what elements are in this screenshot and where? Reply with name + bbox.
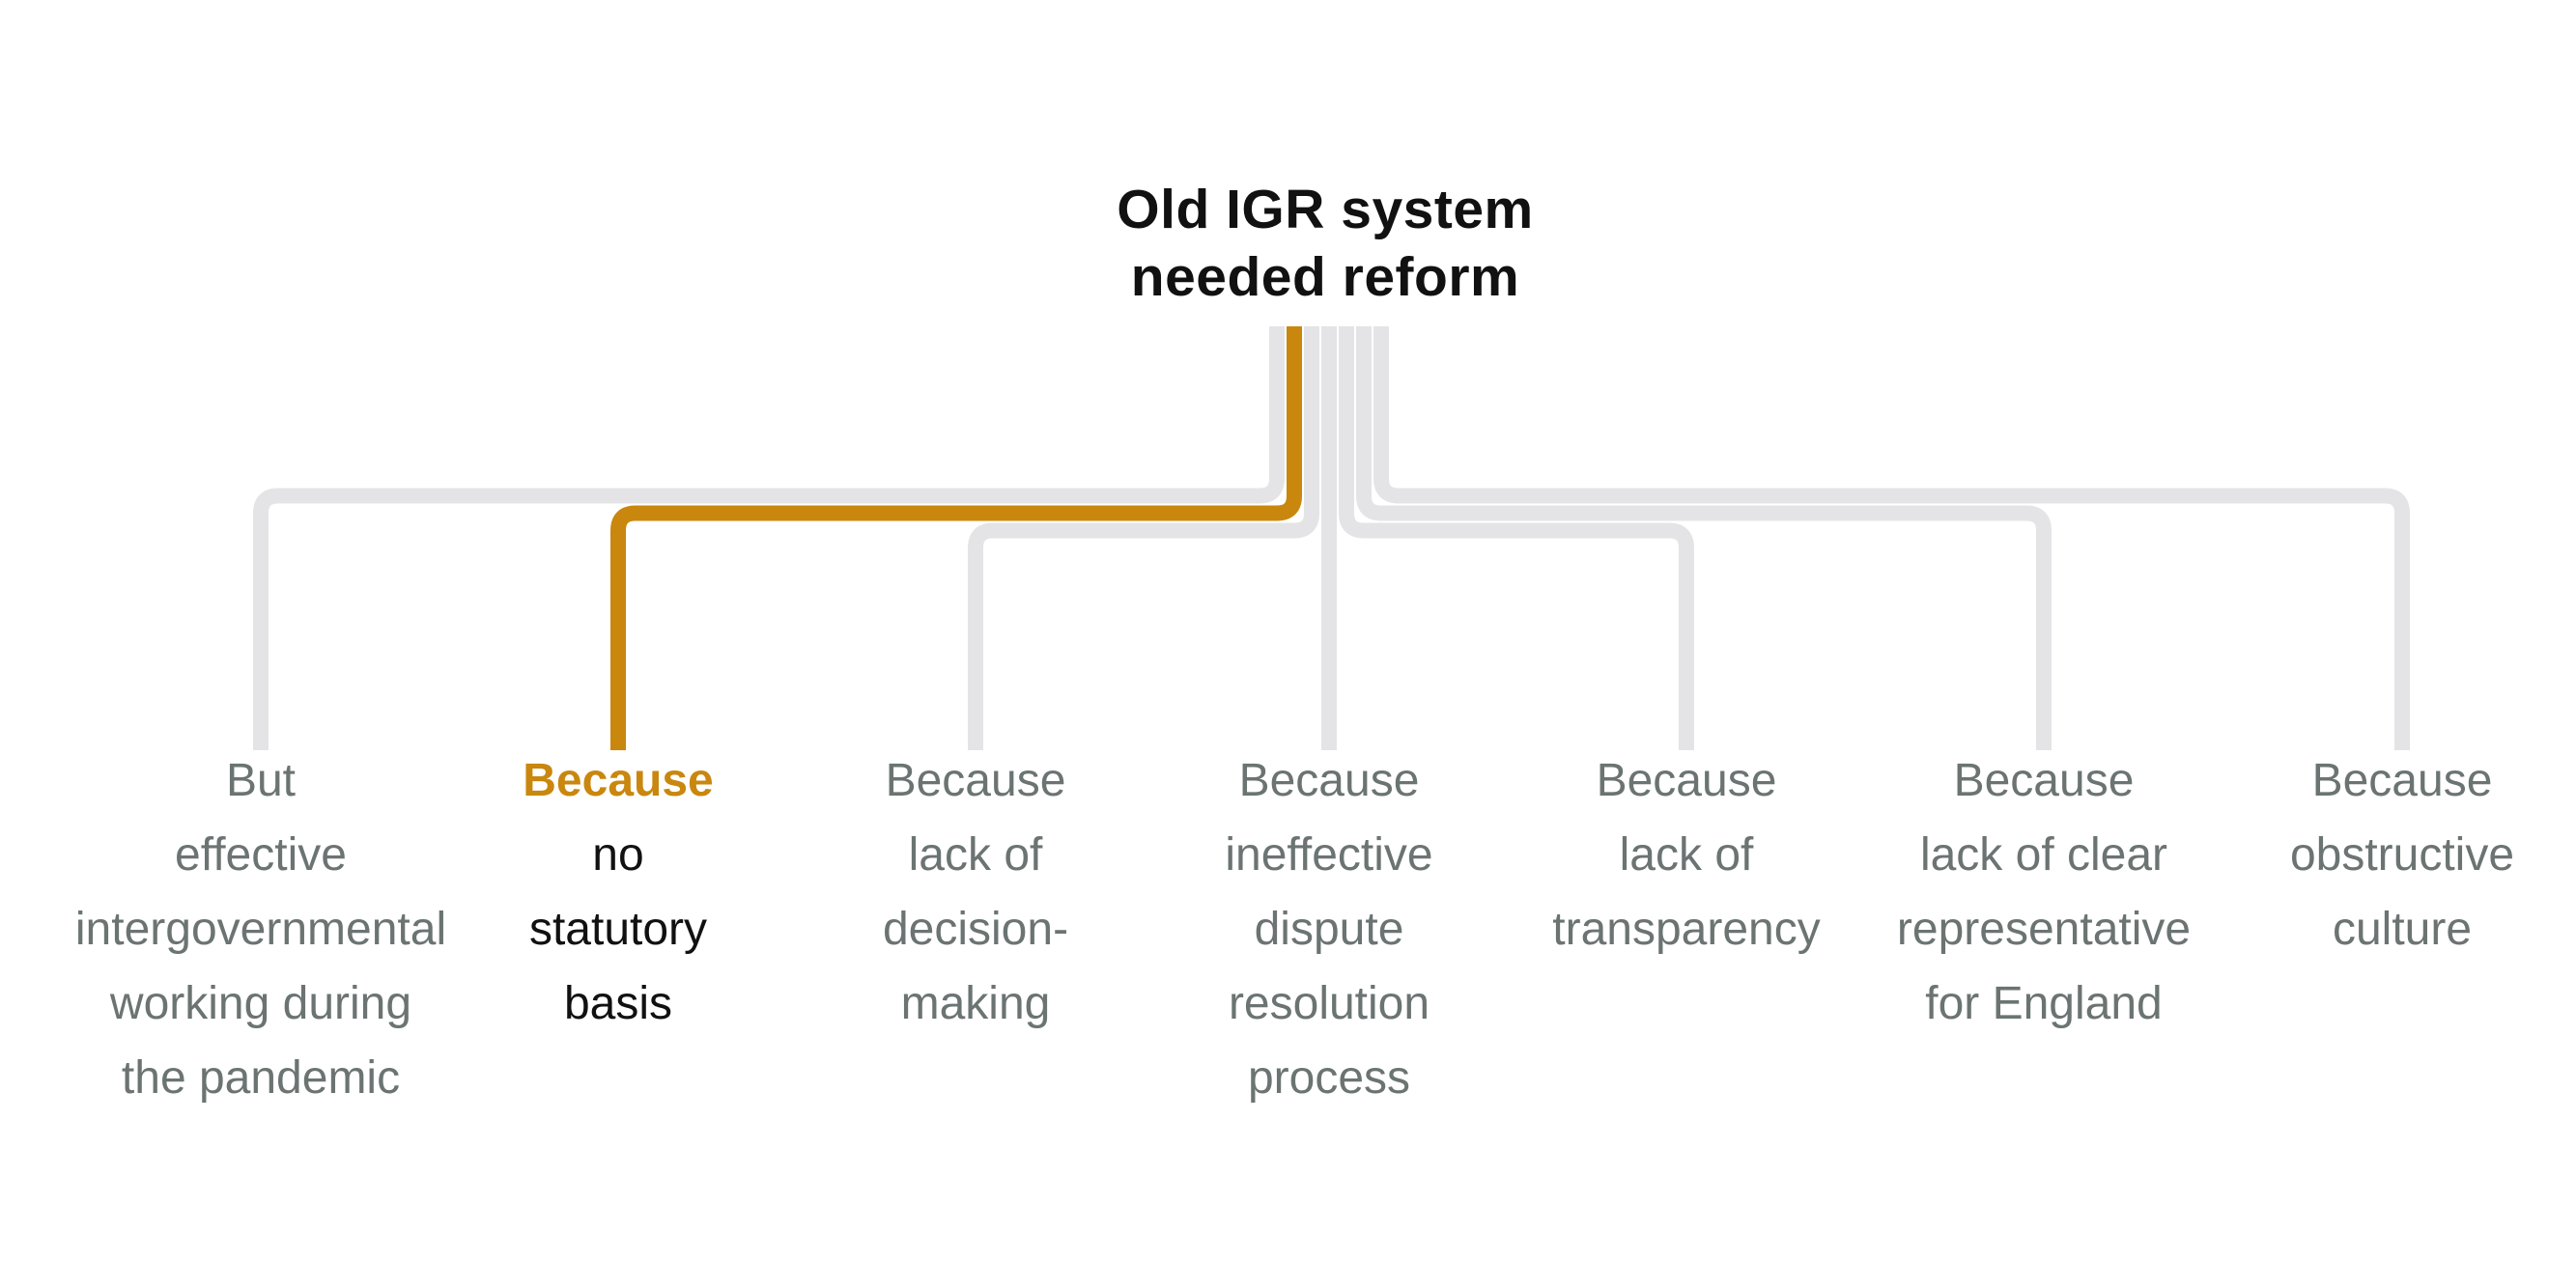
branch-line-highlighted: Because: [523, 755, 714, 806]
branch-line: statutory: [528, 904, 708, 955]
branch-label-obstructive-culture: Because obstructive culture: [2175, 743, 2576, 966]
connector-statutory-basis-highlighted: [610, 326, 1302, 750]
branch-line: lack of clear: [1919, 829, 2168, 881]
branch-line: obstructive: [2289, 829, 2515, 881]
branch-line: effective: [175, 829, 347, 881]
branch-label-pandemic-working: But effective intergovernmental working …: [34, 743, 488, 1115]
branch-line: lack of: [1619, 829, 1754, 881]
branch-line: Because: [1953, 755, 2135, 806]
connector-england-representative: [1356, 326, 2052, 750]
branch-line: dispute: [1254, 904, 1404, 955]
branch-line: resolution: [1228, 978, 1430, 1029]
branch-label-dispute-resolution: Because ineffective dispute resolution p…: [1102, 743, 1556, 1115]
branch-line: process: [1247, 1052, 1411, 1104]
branch-line: the pandemic: [121, 1052, 401, 1104]
branch-label-statutory-basis: Because no statutory basis: [391, 743, 845, 1041]
branch-line: ineffective: [1225, 829, 1433, 881]
connector-decision-making: [968, 326, 1319, 750]
connector-transparency: [1339, 326, 1694, 750]
root-node-label: Old IGR system needed reform: [891, 176, 1760, 311]
branch-line: making: [900, 978, 1051, 1029]
branch-label-transparency: Because lack of transparency: [1459, 743, 1913, 966]
branch-line: representative: [1896, 904, 2192, 955]
branch-line: working during: [109, 978, 412, 1029]
branch-line: for England: [1925, 978, 2163, 1029]
branch-line: basis: [563, 978, 673, 1029]
branch-line: transparency: [1552, 904, 1821, 955]
branch-line: no: [592, 829, 644, 881]
branch-line: Because: [1596, 755, 1777, 806]
branch-line: Because: [885, 755, 1066, 806]
root-label-line1: Old IGR system: [1117, 179, 1534, 240]
branch-line: culture: [2332, 904, 2473, 955]
branch-line: decision-: [882, 904, 1069, 955]
branch-line: Because: [1238, 755, 1420, 806]
branch-label-decision-making: Because lack of decision- making: [749, 743, 1203, 1041]
root-label-line2: needed reform: [1130, 246, 1520, 308]
branch-line: lack of: [908, 829, 1043, 881]
branch-line: But: [225, 755, 297, 806]
connector-pandemic-working: [253, 326, 1285, 750]
branch-label-england-representative: Because lack of clear representative for…: [1817, 743, 2271, 1041]
branch-line: intergovernmental: [74, 904, 447, 955]
connector-obstructive-culture: [1373, 326, 2410, 750]
branch-line: Because: [2311, 755, 2493, 806]
